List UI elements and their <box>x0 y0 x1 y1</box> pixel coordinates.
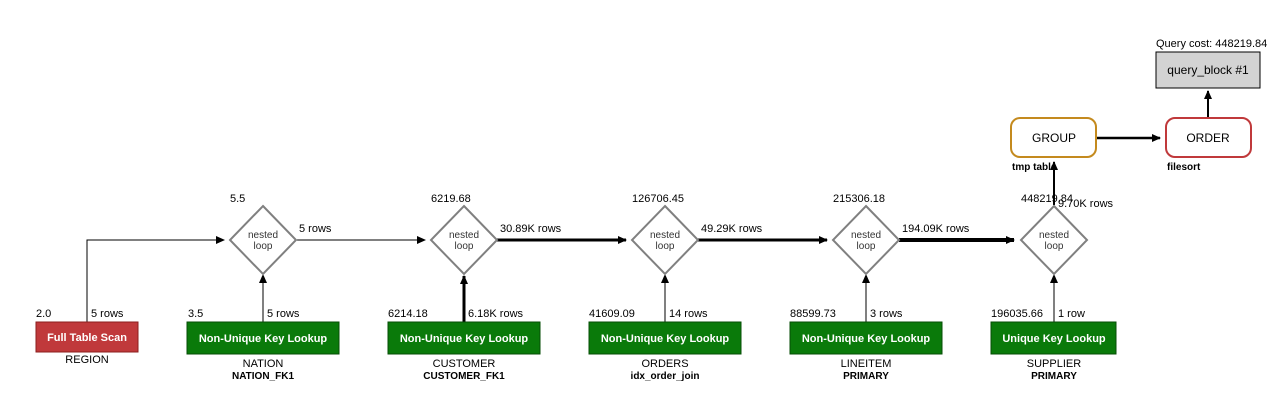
table-name: ORDERS <box>641 358 688 370</box>
loop-node-1[interactable]: 5.5 nested loop 5 rows <box>228 193 332 276</box>
access-type-box <box>588 321 742 355</box>
access-type-box <box>387 321 541 355</box>
table-key: PRIMARY <box>843 371 889 382</box>
order-label: ORDER <box>1186 131 1230 145</box>
loop-label-2: loop <box>857 241 876 252</box>
loop-cost: 448219.84 <box>1021 193 1073 205</box>
loop-diamond <box>429 204 499 276</box>
loop-label-1: nested <box>1039 230 1069 241</box>
table-key: idx_order_join <box>631 371 700 382</box>
table-rows: 6.18K rows <box>468 308 524 320</box>
table-node-supplier[interactable]: 196035.66 1 row Unique Key Lookup SUPPLI… <box>990 308 1117 382</box>
table-name: NATION <box>243 358 284 370</box>
loop-out-rows: 30.89K rows <box>500 223 562 235</box>
table-node-orders[interactable]: 41609.09 14 rows Non-Unique Key Lookup O… <box>588 308 742 382</box>
loop-out-rows: 5 rows <box>299 223 332 235</box>
loop-cost: 126706.45 <box>632 193 684 205</box>
loop-label-1: nested <box>248 230 278 241</box>
access-type-label: Full Table Scan <box>47 332 127 344</box>
group-node[interactable]: GROUP tmp table <box>1010 117 1097 173</box>
group-label: GROUP <box>1032 131 1076 145</box>
table-cost: 88599.73 <box>790 308 836 320</box>
query-block-box <box>1155 51 1261 89</box>
table-cost: 41609.09 <box>589 308 635 320</box>
access-type-box <box>789 321 943 355</box>
table-name: REGION <box>65 354 108 366</box>
table-key: CUSTOMER_FK1 <box>423 371 505 382</box>
loop-label-2: loop <box>254 241 273 252</box>
table-node-nation[interactable]: 3.5 5 rows Non-Unique Key Lookup NATION … <box>186 308 340 382</box>
loop-label-1: nested <box>851 230 881 241</box>
loop-out-rows: 9.70K rows <box>1058 198 1114 210</box>
access-type-label: Non-Unique Key Lookup <box>601 333 730 345</box>
table-rows: 3 rows <box>870 308 903 320</box>
loop-out-rows: 49.29K rows <box>701 223 763 235</box>
group-box <box>1010 117 1097 158</box>
loop-out-rows: 194.09K rows <box>902 223 970 235</box>
loop-diamond <box>1019 204 1089 276</box>
table-cost: 6214.18 <box>388 308 428 320</box>
access-type-label: Non-Unique Key Lookup <box>802 333 931 345</box>
loop-diamond <box>831 204 901 276</box>
table-cost: 3.5 <box>188 308 203 320</box>
table-rows: 14 rows <box>669 308 708 320</box>
loop-label-1: nested <box>650 230 680 241</box>
loop-diamond <box>228 204 298 276</box>
loop-cost: 5.5 <box>230 193 245 205</box>
query-cost-label: Query cost: 448219.84 <box>1156 38 1267 50</box>
table-rows: 5 rows <box>91 308 124 320</box>
query-block-label: query_block #1 <box>1167 63 1249 77</box>
loop-label-2: loop <box>1045 241 1064 252</box>
loop-cost: 6219.68 <box>431 193 471 205</box>
query-block-node[interactable]: Query cost: 448219.84 query_block #1 <box>1155 38 1267 89</box>
table-key: PRIMARY <box>1031 371 1077 382</box>
order-sub: filesort <box>1167 162 1201 173</box>
loop-diamond <box>630 204 700 276</box>
table-node-customer[interactable]: 6214.18 6.18K rows Non-Unique Key Lookup… <box>387 308 541 382</box>
loop-label-2: loop <box>455 241 474 252</box>
access-type-box <box>35 321 139 353</box>
access-type-label: Non-Unique Key Lookup <box>400 333 529 345</box>
loop-label-1: nested <box>449 230 479 241</box>
table-name: SUPPLIER <box>1027 358 1081 370</box>
loop-node-5[interactable]: 448219.84 nested loop 9.70K rows <box>1019 193 1114 276</box>
loop-cost: 215306.18 <box>833 193 885 205</box>
table-cost: 196035.66 <box>991 308 1043 320</box>
edges <box>86 90 1212 322</box>
edge-region-to-loop1 <box>86 236 225 322</box>
table-node-region[interactable]: 2.0 5 rows Full Table Scan REGION <box>35 308 139 366</box>
loop-node-3[interactable]: 126706.45 nested loop 49.29K rows <box>630 193 763 276</box>
table-cost: 2.0 <box>36 308 51 320</box>
table-name: LINEITEM <box>841 358 892 370</box>
loop-node-2[interactable]: 6219.68 nested loop 30.89K rows <box>429 193 562 276</box>
table-name: CUSTOMER <box>433 358 496 370</box>
loop-label-2: loop <box>656 241 675 252</box>
access-type-box <box>186 321 340 355</box>
loop-node-4[interactable]: 215306.18 nested loop 194.09K rows <box>831 193 970 276</box>
order-node[interactable]: ORDER filesort <box>1165 117 1252 173</box>
access-type-label: Non-Unique Key Lookup <box>199 333 328 345</box>
table-rows: 5 rows <box>267 308 300 320</box>
access-type-box <box>990 321 1117 355</box>
access-type-label: Unique Key Lookup <box>1002 333 1106 345</box>
order-box <box>1165 117 1252 158</box>
table-node-lineitem[interactable]: 88599.73 3 rows Non-Unique Key Lookup LI… <box>789 308 943 382</box>
table-key: NATION_FK1 <box>232 371 294 382</box>
table-rows: 1 row <box>1058 308 1085 320</box>
group-sub: tmp table <box>1012 162 1057 173</box>
